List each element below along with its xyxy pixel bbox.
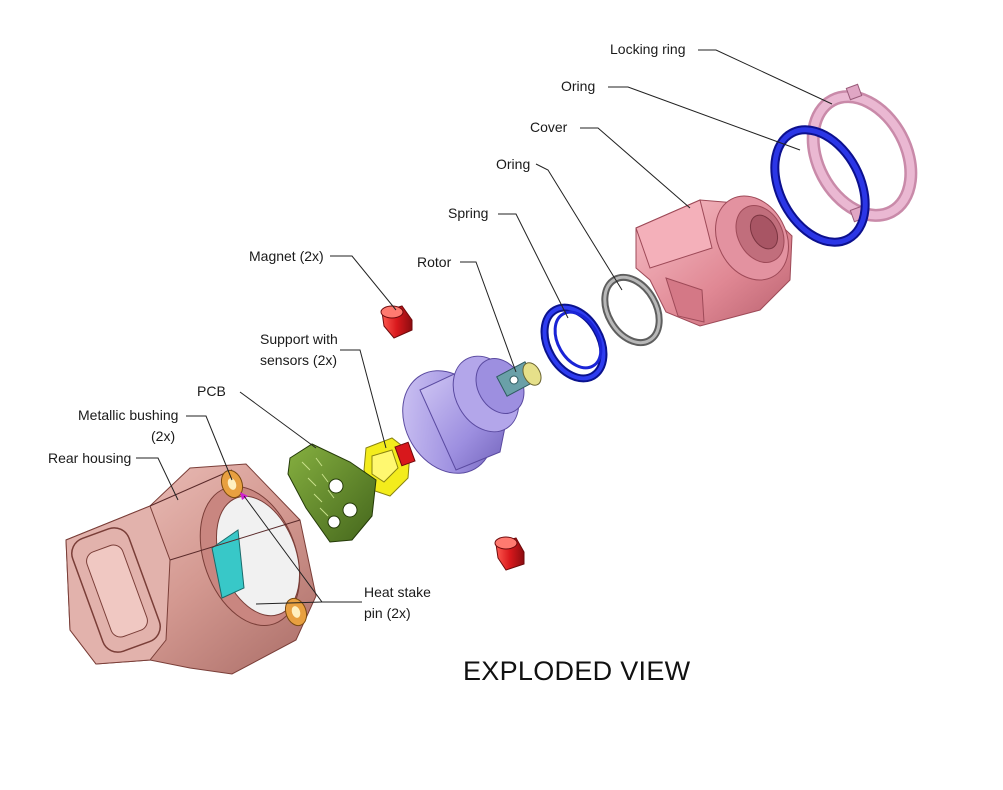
label-rotor: Rotor [417, 254, 452, 270]
label-spring: Spring [448, 205, 488, 221]
magnet-lower [494, 536, 525, 571]
oring-inner [601, 273, 663, 347]
magnet-upper [380, 305, 413, 339]
cover [635, 195, 793, 327]
label-bushing-line2: (2x) [151, 428, 175, 444]
label-oring-inner: Oring [496, 156, 530, 172]
diagram-title: EXPLODED VIEW [463, 656, 691, 686]
label-locking-ring: Locking ring [610, 41, 686, 57]
label-rear-housing: Rear housing [48, 450, 131, 466]
label-cover: Cover [530, 119, 568, 135]
labels: Locking ring Oring Cover Oring Spring Ma… [48, 41, 691, 686]
spring [540, 303, 608, 383]
label-oring-outer: Oring [561, 78, 595, 94]
rear-housing [65, 463, 317, 675]
label-pcb: PCB [197, 383, 226, 399]
leader-lines [136, 49, 833, 605]
rotor [402, 355, 542, 474]
pcb [287, 443, 377, 543]
label-magnet: Magnet (2x) [249, 248, 324, 264]
label-heat-stake-line1: Heat stake [364, 584, 431, 600]
label-support-line2: sensors (2x) [260, 352, 337, 368]
locking-ring [806, 83, 918, 223]
label-support-line1: Support with [260, 331, 338, 347]
label-bushing-line1: Metallic bushing [78, 407, 178, 423]
label-heat-stake-line2: pin (2x) [364, 605, 411, 621]
oring-outer [770, 125, 870, 247]
